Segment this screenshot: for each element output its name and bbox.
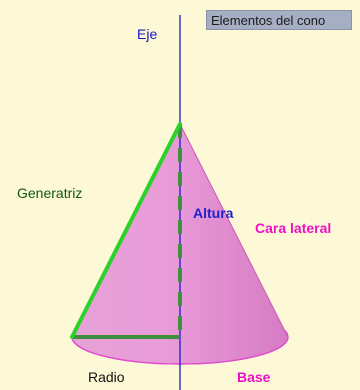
height-label: Altura: [193, 205, 234, 221]
axis-label: Eje: [137, 26, 158, 42]
title-label: Elementos del cono: [206, 10, 352, 30]
generatrix-line: [70, 122, 182, 339]
radius-label: Radio: [88, 369, 125, 385]
lateral-face-label: Cara lateral: [255, 220, 332, 236]
generatrix-label: Generatriz: [17, 185, 83, 201]
base-label: Base: [237, 369, 271, 385]
